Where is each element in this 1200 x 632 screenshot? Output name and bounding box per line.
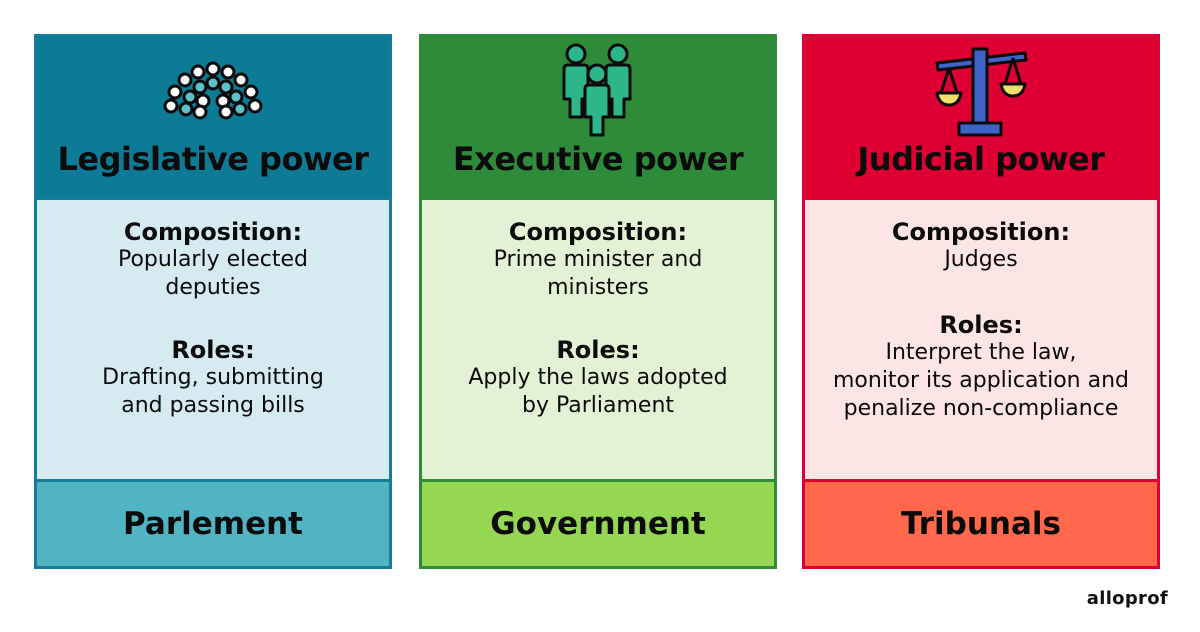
composition-text: Prime minister and ministers: [493, 247, 703, 300]
composition-text: Popularly elected deputies: [117, 247, 309, 300]
judicial-power-card: Judicial power Composition: Judges Roles…: [802, 34, 1160, 569]
executive-header: Executive power: [422, 37, 774, 200]
judicial-header: Judicial power: [805, 37, 1157, 200]
scales-of-justice-icon: [935, 47, 1028, 137]
executive-body: Composition: Prime minister and minister…: [422, 200, 774, 485]
roles-label: Roles:: [939, 311, 1023, 339]
institution-label: Parlement: [37, 479, 389, 566]
people-group-icon: [562, 43, 632, 137]
legislative-header: Legislative power: [37, 37, 389, 200]
judicial-body: Composition: Judges Roles: Interpret the…: [805, 200, 1157, 485]
composition-label: Composition:: [508, 218, 688, 246]
institution-label: Tribunals: [805, 479, 1157, 566]
card-title: Judicial power: [857, 140, 1105, 178]
roles-text: Interpret the law, monitor its applicati…: [832, 340, 1129, 421]
composition-block: Composition: Judges: [805, 218, 1157, 274]
brand-logo: alloprof: [1086, 588, 1168, 609]
roles-text: Apply the laws adopted by Parliament: [468, 365, 728, 418]
legislative-body: Composition: Popularly elected deputies …: [37, 200, 389, 485]
assembly-seats-icon: [163, 61, 263, 120]
roles-block: Roles: Apply the laws adopted by Parliam…: [422, 336, 774, 420]
institution-label: Government: [422, 479, 774, 566]
composition-label: Composition:: [123, 218, 303, 246]
roles-label: Roles:: [556, 336, 640, 364]
executive-power-card: Executive power Composition: Prime minis…: [419, 34, 777, 569]
card-title: Executive power: [452, 140, 744, 178]
composition-block: Composition: Prime minister and minister…: [422, 218, 774, 302]
composition-label: Composition:: [891, 218, 1071, 246]
composition-text: Judges: [944, 247, 1018, 272]
composition-block: Composition: Popularly elected deputies: [37, 218, 389, 302]
card-title: Legislative power: [57, 140, 369, 178]
roles-label: Roles:: [171, 336, 255, 364]
roles-text: Drafting, submitting and passing bills: [102, 365, 324, 418]
legislative-power-card: Legislative power Composition: Popularly…: [34, 34, 392, 569]
roles-block: Roles: Drafting, submitting and passing …: [37, 336, 389, 420]
roles-block: Roles: Interpret the law, monitor its ap…: [805, 311, 1157, 423]
